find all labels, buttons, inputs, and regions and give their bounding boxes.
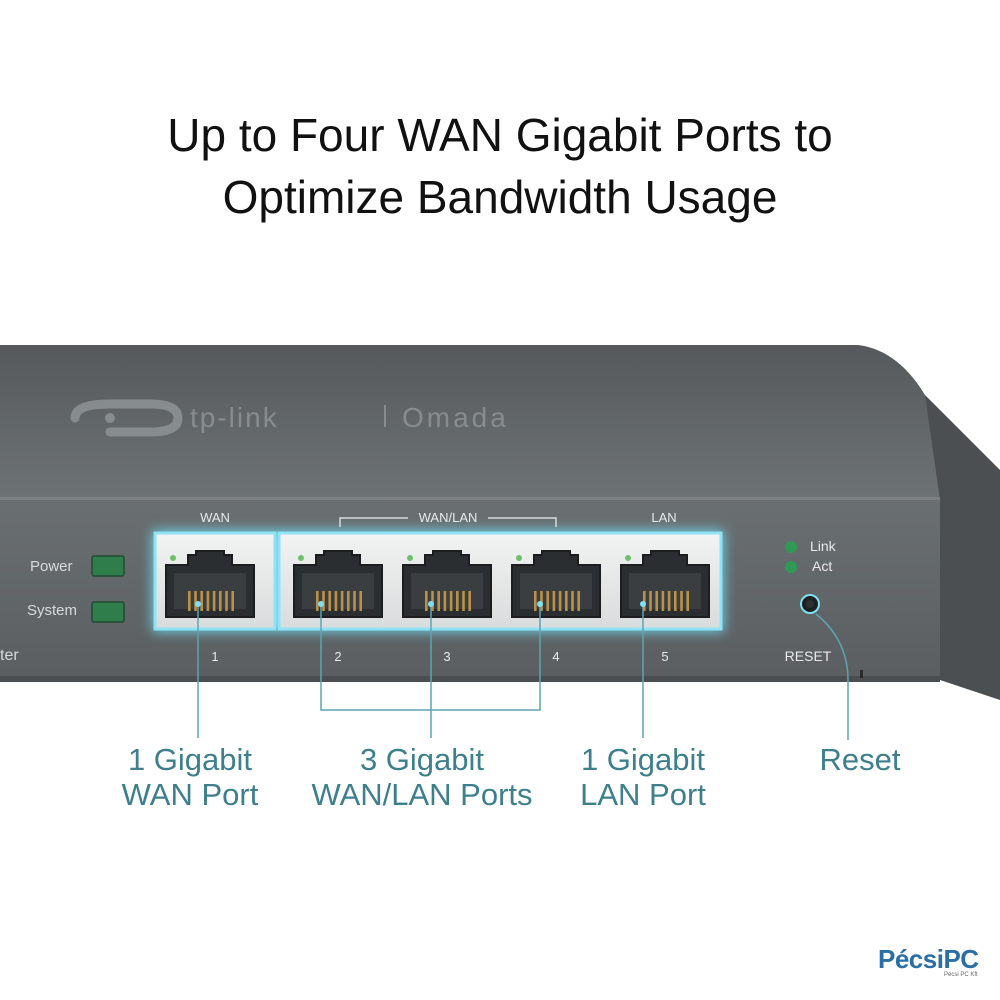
rj45-port-1[interactable] [165,550,255,618]
system-label: System [27,602,77,619]
wanlan-callout: 3 Gigabit WAN/LAN Ports [300,742,544,812]
tp-link-logo-icon [70,399,183,437]
lan-callout-line-2: LAN Port [580,777,706,812]
headline: Up to Four WAN Gigabit Ports to Optimize… [0,104,1000,228]
port-number-2: 2 [334,649,341,664]
callout-leader-lines [197,604,849,740]
port-led-1 [170,555,176,561]
wanlan-leader-line [320,604,541,738]
rj45-port-2[interactable] [293,550,383,618]
port-led-2 [298,555,304,561]
port-number-5: 5 [661,649,668,664]
watermark-logo: PécsiPC [878,944,979,974]
power-label: Power [30,558,73,575]
port-number-3: 3 [443,649,450,664]
port-number-1: 1 [211,649,218,664]
wan-callout: 1 Gigabit WAN Port [100,742,280,812]
reset-label: RESET [785,648,832,664]
port-number-4: 4 [552,649,559,664]
brand-logo: tp-link Omada [70,399,509,437]
lan-callout: 1 Gigabit LAN Port [560,742,726,812]
brand-text: tp-link [190,402,279,433]
sub-brand-text: Omada [402,402,509,433]
act-led [785,561,797,573]
wan-group-label: WAN [200,510,230,525]
rj45-port-4[interactable] [511,550,601,618]
reset-leader-line [815,613,849,740]
reset-callout: Reset [800,742,920,777]
power-led [91,555,125,577]
rj45-port-3[interactable] [402,550,492,618]
reset-callout-line-1: Reset [819,742,901,777]
router-side [925,395,1000,700]
model-edge-text: ter [0,647,19,664]
headline-line-1: Up to Four WAN Gigabit Ports to [167,109,833,161]
port-led-4 [516,555,522,561]
wan-callout-line-2: WAN Port [121,777,259,812]
wanlan-callout-line-1: 3 Gigabit [359,742,485,777]
port-led-3 [407,555,413,561]
link-led [785,541,797,553]
act-label: Act [812,558,832,574]
link-label: Link [810,538,837,554]
leader-dots [195,601,646,607]
watermark-sub: Pécsi PC Kft [944,972,978,978]
headline-line-2: Optimize Bandwidth Usage [222,171,778,223]
lan-callout-line-1: 1 Gigabit [580,742,706,777]
wan-callout-line-1: 1 Gigabit [127,742,253,777]
wan-lan-group-label: WAN/LAN [419,510,478,525]
lan-group-label: LAN [651,510,676,525]
wan-lan-bracket [339,517,557,527]
system-led [91,601,125,623]
wanlan-callout-line-2: WAN/LAN Ports [311,777,533,812]
port-led-5 [625,555,631,561]
router-top [0,345,950,500]
